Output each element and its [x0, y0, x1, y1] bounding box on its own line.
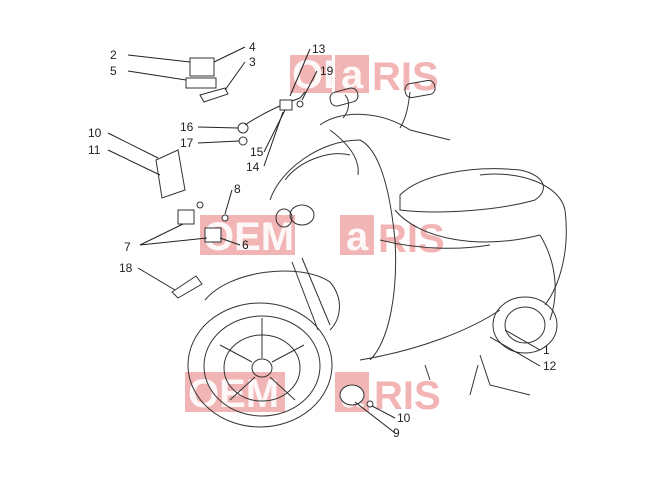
- front-wheel-rim: [203, 315, 321, 417]
- callout-labels: 2 5 4 3 13 19 16 17 15 14 10 11 8 6 7 18…: [88, 40, 557, 440]
- callout-14: 14: [246, 160, 260, 174]
- callout-15: 15: [250, 145, 264, 159]
- part-relay-a: [177, 209, 195, 225]
- part-control-unit: [155, 149, 186, 199]
- part-fitting-19: [296, 100, 304, 108]
- part-fitting-17: [238, 136, 248, 146]
- watermark-top: OEM a RIS: [290, 53, 439, 99]
- watermark-bottom-left: OEM: [188, 372, 279, 416]
- callout-10-bottom: 10: [397, 411, 411, 425]
- part-horn: [339, 384, 365, 406]
- part-connector-18: [171, 275, 203, 299]
- part-screw-8a: [196, 201, 204, 209]
- callout-5: 5: [110, 64, 117, 78]
- part-relay-b: [204, 227, 222, 243]
- leader-lines: [107, 46, 541, 434]
- callout-12: 12: [543, 359, 557, 373]
- part-horn-screw: [366, 400, 374, 408]
- callout-3: 3: [249, 55, 256, 69]
- callout-7: 7: [124, 240, 131, 254]
- watermark-middle-mid: a: [346, 215, 369, 259]
- watermark-bottom: OEM a RIS: [185, 372, 441, 418]
- callout-13: 13: [312, 42, 326, 56]
- part-connector-block: [189, 57, 215, 77]
- part-screw-8b: [221, 214, 229, 222]
- callout-2: 2: [110, 48, 117, 62]
- callout-10-top: 10: [88, 126, 102, 140]
- callout-17: 17: [180, 136, 194, 150]
- front-wheel-tyre: [187, 302, 333, 428]
- scooter-drawing: [187, 79, 567, 428]
- callout-6: 6: [242, 238, 249, 252]
- part-cable-13: [244, 91, 306, 126]
- part-bracket: [199, 87, 229, 103]
- part-switch-14: [279, 99, 293, 111]
- callout-9: 9: [393, 426, 400, 440]
- callout-11: 11: [88, 143, 101, 157]
- watermark-top-mid: a: [341, 53, 364, 97]
- callout-16: 16: [180, 120, 194, 134]
- callout-18: 18: [119, 261, 133, 275]
- part-connector-base: [185, 77, 217, 89]
- callout-8: 8: [234, 182, 241, 196]
- callout-1: 1: [543, 343, 550, 357]
- loose-parts: [155, 57, 374, 408]
- callout-19: 19: [320, 64, 334, 78]
- callout-4: 4: [249, 40, 256, 54]
- watermark-bottom-right: RIS: [374, 374, 441, 418]
- front-wheel-hub: [251, 358, 273, 378]
